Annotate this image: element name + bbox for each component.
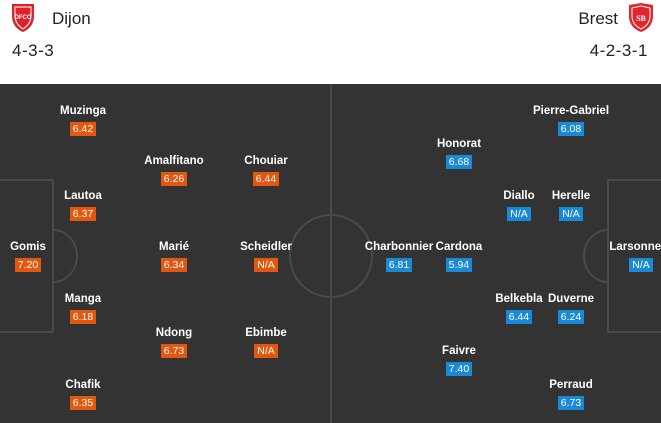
- player-rating: 6.73: [160, 344, 188, 358]
- player-name: Lautoa: [64, 190, 102, 202]
- player-rating: N/A: [254, 344, 278, 358]
- player-rating: 6.44: [252, 172, 280, 186]
- player-card[interactable]: Honorat 6.68: [414, 137, 504, 170]
- player-rating: 6.42: [69, 122, 97, 136]
- player-rating: 6.44: [505, 310, 533, 324]
- player-card[interactable]: Ndong 6.73: [129, 326, 219, 359]
- player-rating: 6.73: [557, 396, 585, 410]
- player-card[interactable]: Amalfitano 6.26: [129, 154, 219, 187]
- player-card[interactable]: Duverne 6.24: [526, 292, 616, 325]
- dijon-fco-crest-icon: DFCO: [12, 4, 34, 32]
- player-name: Muzinga: [60, 105, 106, 117]
- player-rating: 6.35: [69, 396, 97, 410]
- player-rating: 6.08: [557, 122, 585, 136]
- away-formation: 4-2-3-1: [589, 41, 648, 60]
- player-name: Scheidler: [240, 241, 292, 253]
- player-card[interactable]: Cardona 5.94: [414, 240, 504, 273]
- svg-text:SB: SB: [636, 14, 646, 23]
- player-card[interactable]: Muzinga 6.42: [38, 104, 128, 137]
- player-card[interactable]: Chouiar 6.44: [221, 154, 311, 187]
- player-card[interactable]: Charbonnier 6.81: [354, 240, 444, 273]
- player-rating: N/A: [559, 207, 583, 221]
- player-name: Ebimbe: [245, 327, 287, 339]
- player-card[interactable]: Perraud 6.73: [526, 378, 616, 411]
- player-rating: 6.81: [385, 258, 413, 272]
- player-card[interactable]: Belkebla 6.44: [474, 292, 564, 325]
- player-rating: 6.26: [160, 172, 188, 186]
- player-card[interactable]: Larsonneur N/A: [596, 240, 661, 273]
- player-name: Ndong: [155, 327, 193, 339]
- player-name: Faivre: [442, 345, 476, 357]
- player-name: Honorat: [436, 138, 482, 150]
- player-name: Diallo: [503, 190, 535, 202]
- player-name: Amalfitano: [144, 155, 204, 167]
- player-name: Gomis: [10, 241, 46, 253]
- football-pitch: Gomis 7.20 Chafik 6.35 Manga 6.18 Lautoa…: [0, 84, 661, 423]
- player-card[interactable]: Diallo N/A: [474, 189, 564, 222]
- player-card[interactable]: Ebimbe N/A: [221, 326, 311, 359]
- player-name: Duverne: [547, 293, 595, 305]
- player-name: Charbonnier: [364, 241, 434, 253]
- player-name: Pierre-Gabriel: [532, 105, 610, 117]
- player-name: Manga: [64, 293, 102, 305]
- svg-text:DFCO: DFCO: [15, 15, 32, 21]
- player-rating: 6.37: [69, 207, 97, 221]
- player-card[interactable]: Gomis 7.20: [0, 240, 73, 273]
- player-rating: 7.40: [445, 362, 473, 376]
- player-rating: 6.24: [557, 310, 585, 324]
- player-rating: 6.18: [69, 310, 97, 324]
- player-rating: N/A: [507, 207, 531, 221]
- player-card[interactable]: Chafik 6.35: [38, 378, 128, 411]
- player-name: Chafik: [65, 379, 101, 391]
- player-name: Perraud: [549, 379, 593, 391]
- player-rating: 5.94: [445, 258, 473, 272]
- home-formation: 4-3-3: [12, 41, 55, 60]
- stade-brestois-crest-icon: SB: [629, 3, 653, 32]
- player-name: Herelle: [551, 190, 591, 202]
- player-card[interactable]: Pierre-Gabriel 6.08: [526, 104, 616, 137]
- player-name: Chouiar: [244, 155, 288, 167]
- player-name: Belkebla: [495, 293, 543, 305]
- player-card[interactable]: Faivre 7.40: [414, 344, 504, 377]
- home-team-name: Dijon: [52, 9, 91, 28]
- player-rating: 6.68: [445, 155, 473, 169]
- player-card[interactable]: Lautoa 6.37: [38, 189, 128, 222]
- match-header: DFCO Dijon 4-3-3 SB Brest 4-2-3-1: [0, 0, 661, 78]
- player-rating: N/A: [629, 258, 653, 272]
- player-card[interactable]: Herelle N/A: [526, 189, 616, 222]
- player-rating: 7.20: [14, 258, 42, 272]
- player-card[interactable]: Manga 6.18: [38, 292, 128, 325]
- pitch-lines: [0, 84, 661, 423]
- away-team-name: Brest: [578, 9, 618, 28]
- player-card[interactable]: Marié 6.34: [129, 240, 219, 273]
- player-rating: N/A: [254, 258, 278, 272]
- player-card[interactable]: Scheidler N/A: [221, 240, 311, 273]
- player-name: Marié: [158, 241, 190, 253]
- player-rating: 6.34: [160, 258, 188, 272]
- player-name: Cardona: [435, 241, 483, 253]
- player-name: Larsonneur: [609, 241, 661, 253]
